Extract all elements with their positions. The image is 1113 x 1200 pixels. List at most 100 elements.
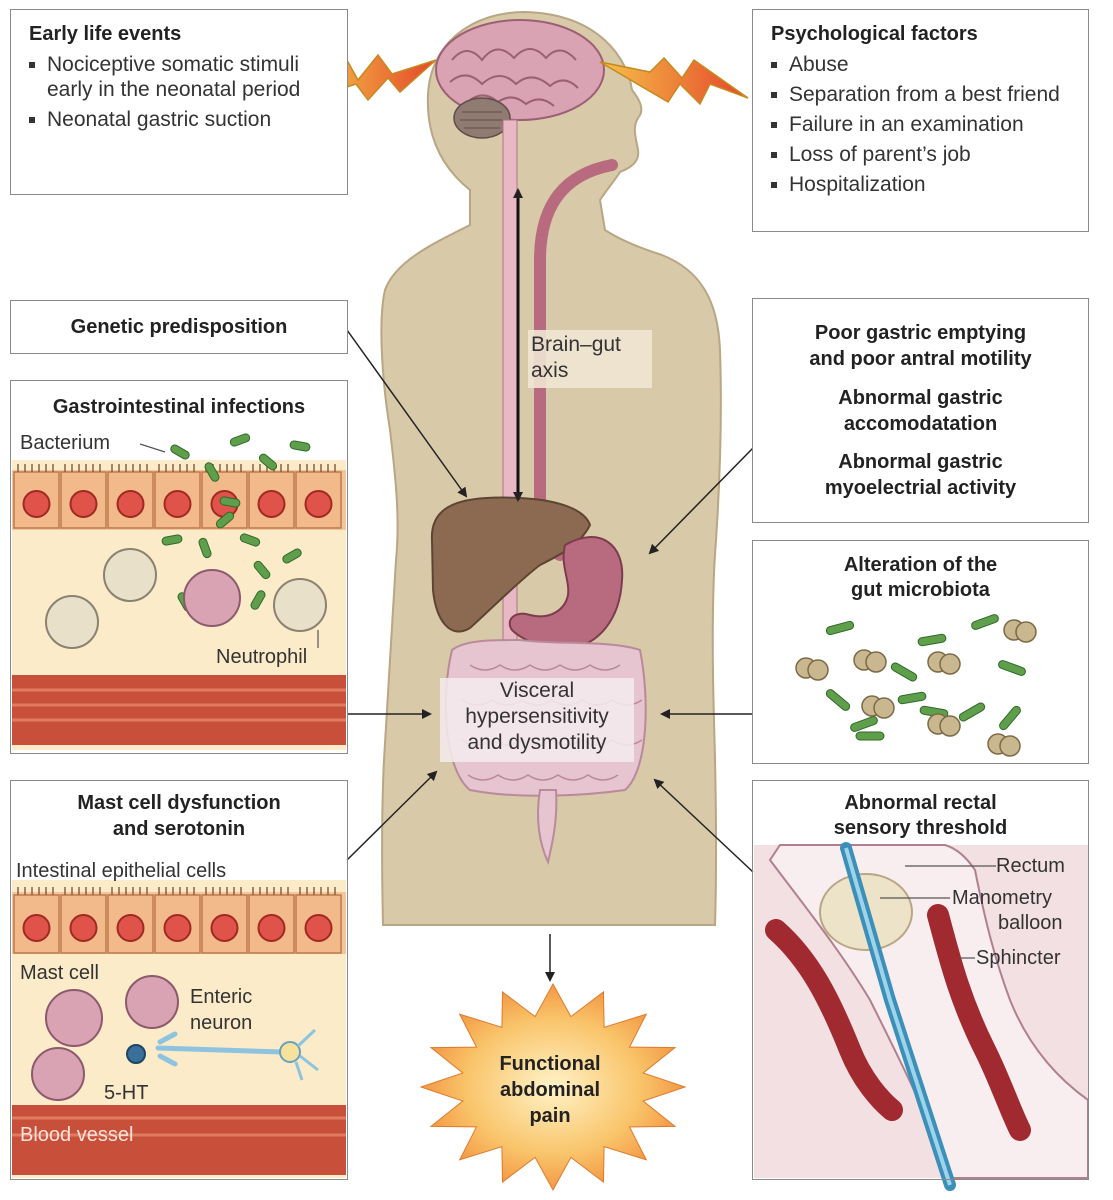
manometry-balloon-label-line1: Manometry [952,887,1053,909]
outcome-line1: Functional [499,1053,601,1075]
early-life-item: Neonatal gastric suction [25,107,335,132]
bacterium [170,444,190,460]
psychological-item: Abuse [767,52,1085,77]
mast-cell-title-line1: Mast cell dysfunction [77,792,281,814]
microbe-rod [890,662,918,682]
microbe-rod [998,660,1026,676]
serotonin-label: 5-HT [104,1082,149,1104]
manometry-balloon-label-line2: balloon [998,912,1063,934]
mast-cell [31,1047,85,1101]
arrow-rectal [653,778,754,873]
outcome-starburst [419,982,687,1192]
infected-cell [183,569,241,627]
microbe-rod [825,620,855,636]
bacterium [258,453,278,471]
bacterium [204,462,220,482]
arrow-mast-cell [346,770,438,861]
psychological-item: Loss of parent’s job [767,142,1085,167]
neutrophil-label: Neutrophil [216,646,308,668]
psychological-factors-title: Psychological factors [771,23,978,45]
microbe-coccus [939,715,961,737]
microbe-rod [958,702,986,722]
neutrophil-cell [45,595,99,649]
epithelial-cell [60,464,107,529]
microbe-coccus [939,653,961,675]
brain-gut-axis-label-line2: axis [531,359,569,382]
gastric-line: and poor antral motility [809,348,1032,370]
brain-gut-axis-label-line1: Brain–gut [531,333,621,356]
psychological-item: Separation from a best friend [767,82,1085,107]
right-lightning-bolt [599,56,749,106]
outcome-line3: pain [529,1105,571,1127]
microbe-coccus [807,659,829,681]
epithelial-cell [13,887,60,954]
neutrophil-cell [103,548,157,602]
microbe-rod [825,689,851,711]
microbe-rod [971,614,999,630]
microbe-coccus [999,735,1021,757]
gastric-line: Abnormal gastric [838,451,1003,473]
psychological-factors-list: Abuse Separation from a best friend Fail… [767,52,1085,202]
microbiota-title-line1: Alteration of the [843,554,998,576]
epithelial-cell [248,887,295,954]
microbe-rod [855,731,885,741]
center-label-line1: Visceral [499,679,575,702]
epithelial-cell [248,464,295,529]
epithelial-cell [154,887,201,954]
gastric-line: accomodatation [843,413,998,435]
bacterium-label: Bacterium [20,432,111,454]
genetic-predisposition-box: Genetic predisposition [10,300,348,354]
epithelial-cell [154,464,201,529]
rectal-title-line1: Abnormal rectal [844,792,997,814]
enteric-neuron [155,1031,285,1067]
rectal-illustration [754,842,1089,1191]
microbe-coccus [873,697,895,719]
microbiota-illustration [795,614,1037,757]
left-lightning-bolt [311,53,437,102]
center-label-line2: hypersensitivity [465,705,609,728]
early-life-events-title: Early life events [29,23,182,45]
rectal-threshold-box: Abnormal rectal sensory threshold [752,780,1089,1180]
psychological-item: Hospitalization [767,172,1085,197]
epithelial-cell [60,887,107,954]
microbe-rod [897,691,927,705]
bacterium [219,496,241,508]
psychological-item: Failure in an examination [767,112,1085,137]
gi-infections-illustration [12,433,346,750]
mast-cell-illustration [12,880,346,1178]
mast-cell-title-line2: and serotonin [112,818,246,840]
genetic-predisposition-title: Genetic predisposition [70,316,288,338]
brain [435,19,605,139]
blood-vessel-label: Blood vessel [20,1124,134,1146]
microbiota-title-line2: gut microbiota [851,579,990,601]
psychological-factors-box: Psychological factors Abuse Separation f… [752,9,1089,232]
bacterium [161,534,183,546]
epithelial-cells-label: Intestinal epithelial cells [16,860,227,882]
bacterium [250,590,266,610]
gastric-line: myoelectrial activity [824,477,1017,499]
serotonin-vesicle [126,1044,146,1064]
early-life-item: Nociceptive somatic stimuli early in the… [25,52,335,102]
rectal-title-line2: sensory threshold [833,817,1008,839]
gastric-line: Abnormal gastric [838,387,1003,409]
neutrophil-cell [273,578,327,632]
bacterium [215,511,235,529]
mast-cell-box: Mast cell dysfunction and serotonin [10,780,348,1180]
bacterium [253,560,271,580]
epithelial-cell [13,464,60,529]
gastric-line: Poor gastric emptying [814,322,1027,344]
early-life-events-box: Early life events Nociceptive somatic st… [10,9,348,195]
early-life-events-list: Nociceptive somatic stimuli early in the… [25,52,335,137]
arrow-gastric [648,447,754,555]
enteric-neuron-label-line1: Enteric [190,986,253,1008]
microbe-rod [999,705,1021,731]
sphincter-label: Sphincter [976,947,1061,969]
center-label-line3: and dysmotility [467,731,607,754]
mast-cell [45,989,103,1047]
outcome-line2: abdominal [499,1079,600,1101]
microbe-rod [917,633,947,647]
microbe-coccus [865,651,887,673]
bacterium [289,440,311,452]
